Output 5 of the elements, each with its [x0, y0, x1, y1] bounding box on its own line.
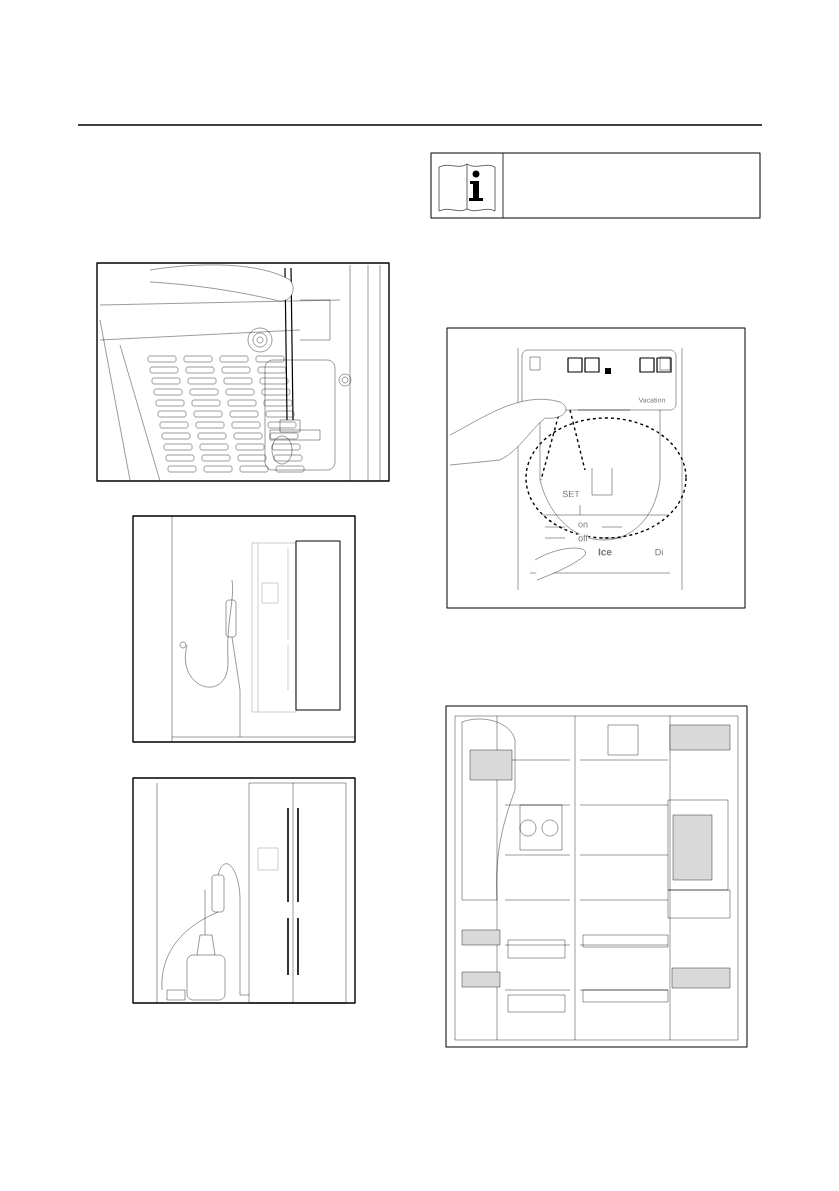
button-label: on — [577, 522, 589, 528]
button-label: off — [577, 534, 589, 542]
button-label: Ice — [597, 548, 613, 556]
button-label: SET — [561, 490, 581, 498]
button-label: Di — [654, 548, 664, 556]
